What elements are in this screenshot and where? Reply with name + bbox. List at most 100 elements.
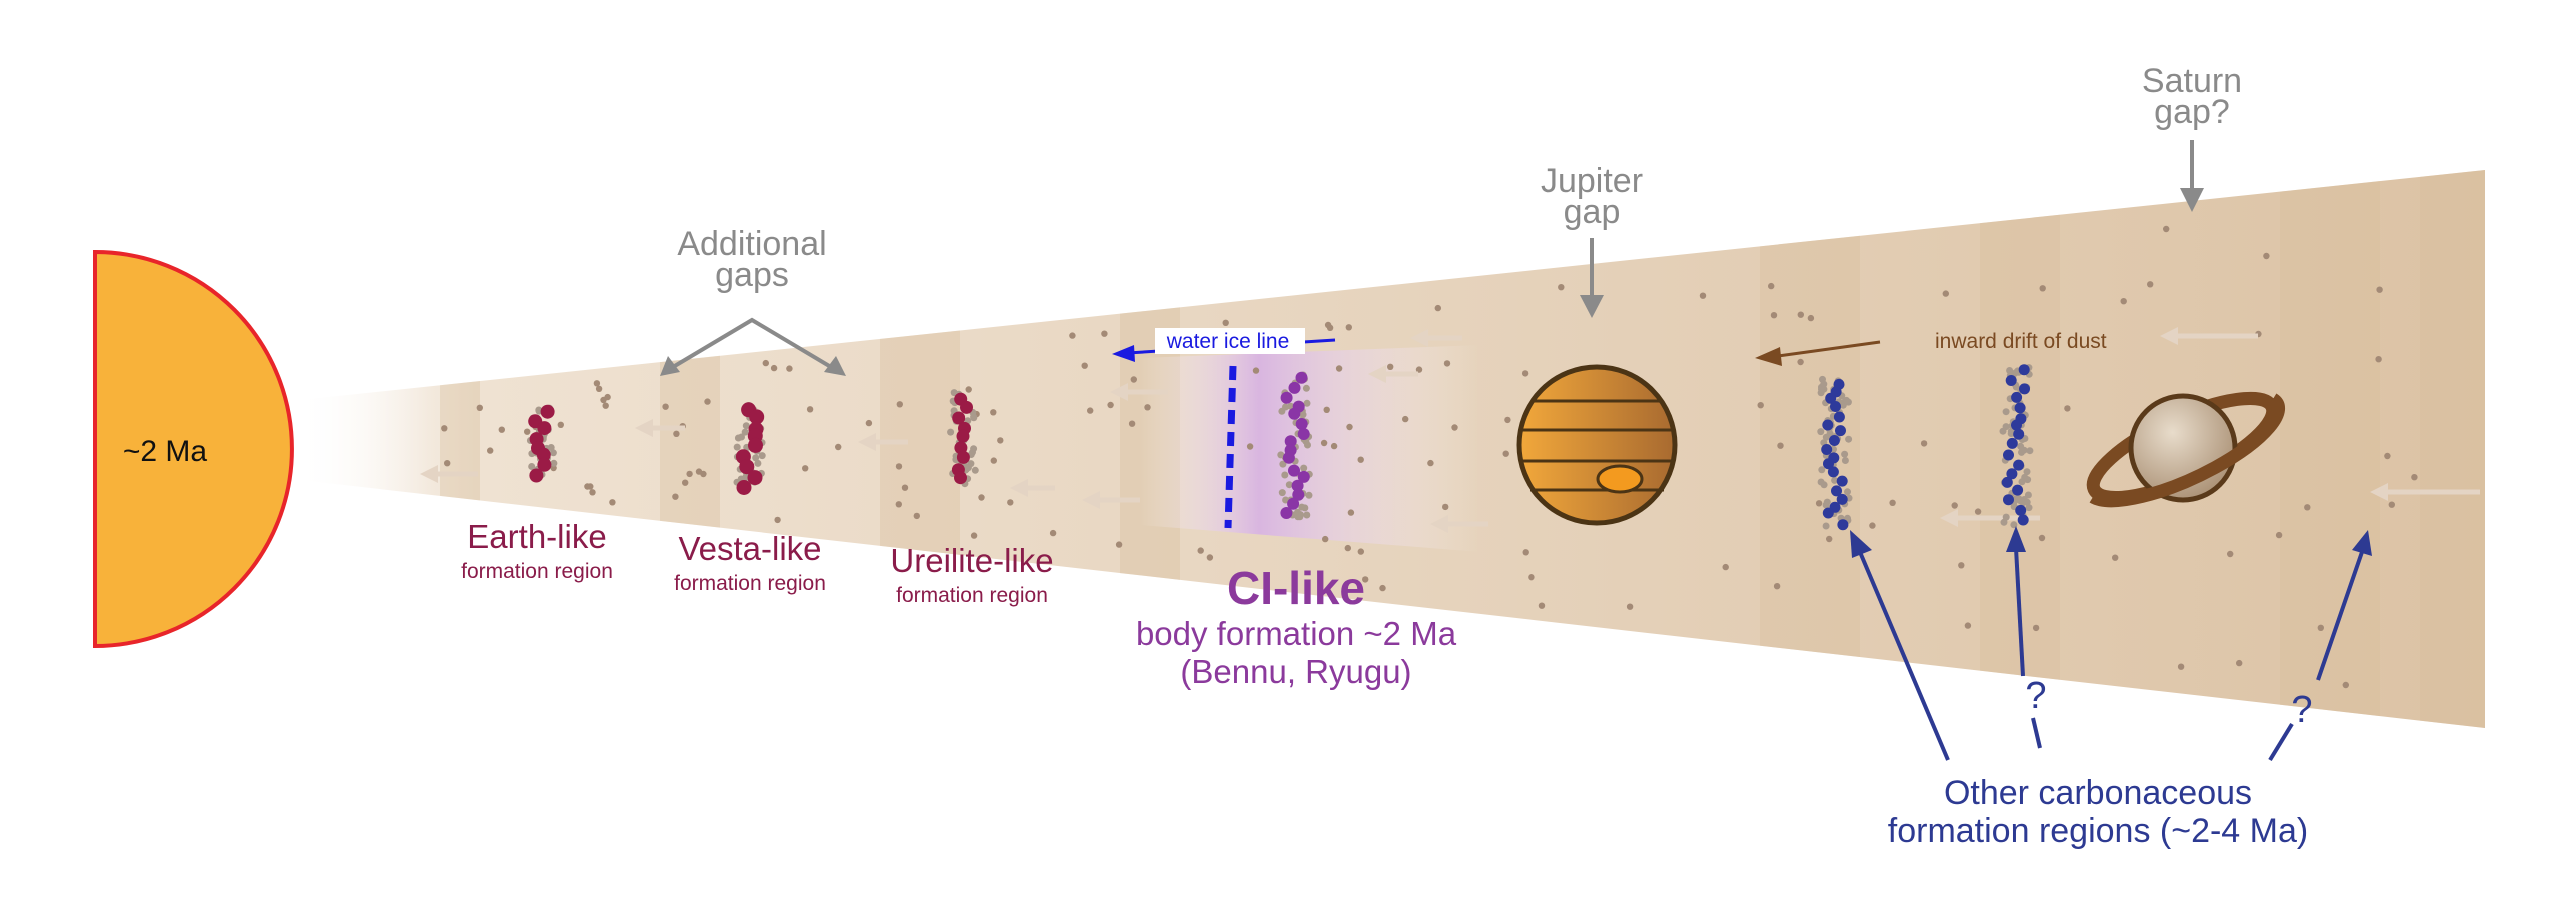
planetesimal <box>1821 444 1833 455</box>
dust-particle <box>682 479 689 486</box>
clump-grain <box>1822 522 1830 530</box>
dust-particle <box>487 447 494 454</box>
dust-particle <box>1502 450 1509 457</box>
clump-grain <box>738 433 745 441</box>
clump-grain <box>733 443 741 451</box>
dust-particle <box>895 463 903 470</box>
planetesimal <box>2019 383 2030 395</box>
disk-left-fade <box>290 380 430 500</box>
dust-particle <box>1107 401 1114 409</box>
clump-grain <box>1303 399 1311 407</box>
carbonaceous-arrows <box>1858 547 2364 762</box>
dust-particle <box>662 403 669 410</box>
clump-grain <box>1296 513 1304 521</box>
dust-particle <box>990 457 997 464</box>
dust-particle <box>1335 365 1343 372</box>
dust-particle <box>2039 285 2046 292</box>
dust-particle <box>1920 440 1928 447</box>
clump-grain <box>1841 450 1849 458</box>
dust-particle <box>1128 420 1136 427</box>
dust-particle <box>704 398 711 405</box>
planetesimal <box>1297 428 1310 440</box>
dust-particle <box>1069 332 1076 339</box>
dust-particle <box>695 468 703 475</box>
dust-particle <box>441 425 448 432</box>
dust-particle <box>1869 522 1876 529</box>
planetesimal <box>1287 497 1300 510</box>
planetesimal <box>1836 475 1848 487</box>
dust-particle <box>593 380 601 387</box>
clump-grain <box>2007 428 2015 435</box>
ureilite-like-label: Ureilite-like <box>890 542 1053 579</box>
ureilite-like-sub: formation region <box>896 584 1048 607</box>
clump-grain <box>950 389 958 397</box>
planetesimal <box>2005 375 2017 386</box>
dust-particle <box>965 386 972 393</box>
dust-particle <box>1443 360 1451 367</box>
dust-particle <box>673 430 680 437</box>
drift-arrow-head <box>420 465 438 483</box>
planetesimal <box>1835 425 1846 437</box>
dust-particle <box>1344 544 1352 552</box>
dust-particle <box>895 501 902 508</box>
drift-arrow-head <box>1082 491 1100 509</box>
dust-particle <box>2411 474 2418 481</box>
dust-particle <box>2177 663 2185 670</box>
dust-particle <box>1330 442 1338 450</box>
clump-grain <box>1844 488 1851 496</box>
clump-grain <box>1278 489 1286 497</box>
dust-particle <box>1807 314 1815 322</box>
saturn-gap-label-2: gap? <box>2154 93 2230 131</box>
dust-particle <box>1504 416 1511 424</box>
dust-particle <box>1347 509 1355 516</box>
saturn <box>2086 391 2286 508</box>
water-ice-label-bg <box>1155 328 1305 354</box>
ci-like-sub-2: (Bennu, Ryugu) <box>1180 653 1411 690</box>
dust-particle <box>1362 576 1369 583</box>
drift-arrow-head <box>1430 515 1448 533</box>
planetesimal <box>1280 507 1293 519</box>
dust-particle <box>476 404 483 411</box>
clump-grain <box>1282 403 1289 411</box>
dust-particle <box>1346 423 1353 431</box>
dust-particle <box>1320 439 1328 447</box>
clump-grain <box>752 454 760 462</box>
dust-particle <box>1974 508 1982 515</box>
planetesimal <box>1837 519 1849 531</box>
clump-grain <box>1820 380 1828 388</box>
dust-particle <box>835 443 842 451</box>
planetesimal <box>2015 504 2027 516</box>
drift-arrow-head <box>1010 479 1028 497</box>
clump-grain <box>550 459 558 467</box>
dust-particle <box>589 489 596 496</box>
planetesimal-clumps <box>526 364 2034 531</box>
dust-particle <box>2317 624 2324 631</box>
dust-particle <box>1222 319 1229 326</box>
dust-particle <box>990 409 997 416</box>
clump-grain <box>1831 476 1839 484</box>
dust-particle <box>2236 659 2243 667</box>
dust-particle <box>1402 415 1409 423</box>
dust-particle <box>1130 376 1138 383</box>
dust-particle <box>1538 602 1546 609</box>
dust-particle <box>1558 284 1565 291</box>
planetesimal <box>2013 459 2025 471</box>
clump-grain <box>1817 428 1825 436</box>
dust-particle <box>901 484 909 491</box>
dust-particle <box>786 365 793 372</box>
dust-particle <box>1345 324 1353 331</box>
carb-arrowhead-2 <box>2006 526 2026 552</box>
dust-particle <box>524 428 531 435</box>
clump-grain <box>2023 498 2031 506</box>
dust-particle <box>1958 562 1965 569</box>
clump-grain <box>2012 495 2020 503</box>
clump-grain <box>528 463 536 470</box>
planetesimal <box>1823 458 1834 470</box>
disk-band <box>660 355 720 528</box>
clump-grain <box>1282 496 1290 504</box>
dust-particle <box>1415 366 1423 373</box>
clump-grain <box>1277 451 1285 459</box>
drift-arrows <box>420 327 2480 533</box>
dust-particle <box>1521 370 1529 377</box>
